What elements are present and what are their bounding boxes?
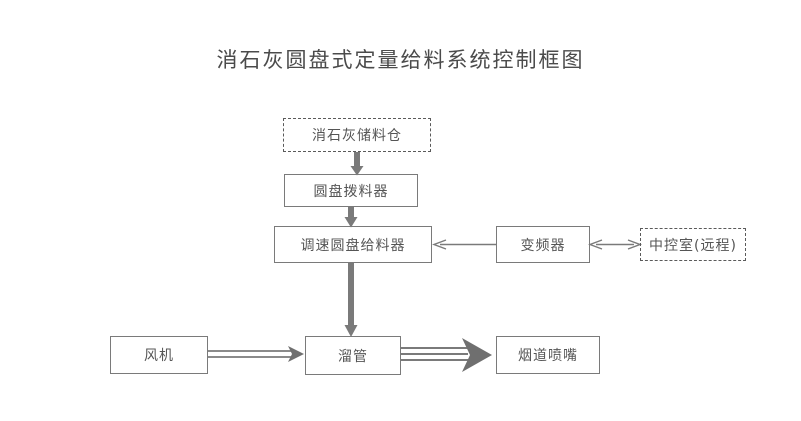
node-inverter[interactable]: 变频器: [496, 226, 590, 263]
node-control-room[interactable]: 中控室(远程): [640, 228, 746, 261]
node-flue-nozzle[interactable]: 烟道喷嘴: [496, 336, 600, 374]
node-speed-feeder[interactable]: 调速圆盘给料器: [274, 226, 432, 263]
connector-feeder-to-chute: [344, 263, 358, 337]
node-storage-bin-label: 消石灰储料仓: [312, 128, 402, 144]
node-speed-feeder-label: 调速圆盘给料器: [300, 237, 406, 254]
node-inverter-label: 变频器: [520, 237, 566, 254]
node-control-room-label: 中控室(远程): [649, 237, 737, 254]
connector-bin-to-extractor: [350, 152, 364, 176]
node-chute[interactable]: 溜管: [305, 336, 401, 375]
connector-chute-to-nozzle: [401, 338, 492, 372]
node-disc-extractor[interactable]: 圆盘拨料器: [284, 174, 418, 207]
node-blower-label: 风机: [144, 348, 174, 364]
node-flue-nozzle-label: 烟道喷嘴: [518, 348, 578, 364]
page-title: 消石灰圆盘式定量给料系统控制框图: [216, 48, 585, 72]
connector-blower-to-chute: [208, 346, 304, 362]
node-chute-label: 溜管: [338, 348, 368, 365]
connector-extractor-to-feeder: [344, 207, 358, 228]
connector-inverter-to-feeder: [432, 239, 496, 250]
connector-inverter-control-room: [588, 239, 642, 250]
node-storage-bin[interactable]: 消石灰储料仓: [283, 118, 431, 152]
node-disc-extractor-label: 圆盘拨料器: [313, 183, 389, 200]
node-blower[interactable]: 风机: [110, 336, 208, 374]
